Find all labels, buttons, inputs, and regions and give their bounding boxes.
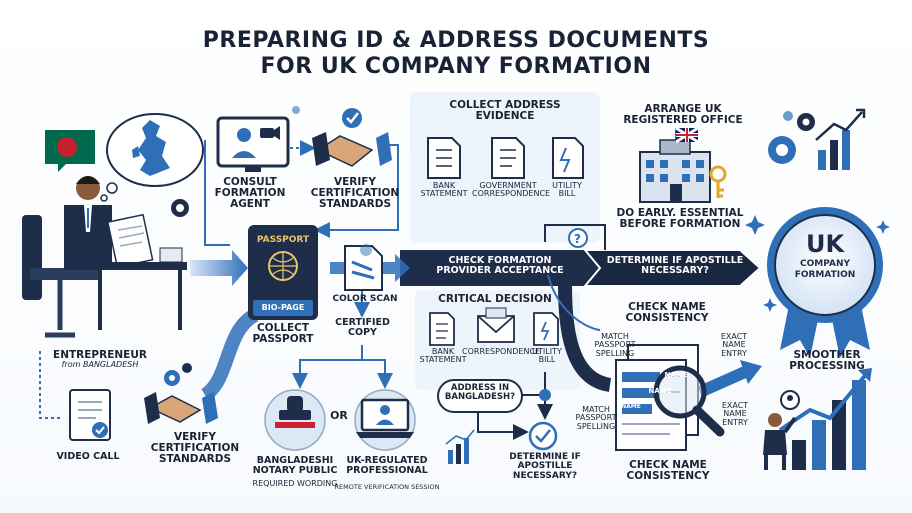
mini-chart-icon xyxy=(445,429,475,464)
video-agent-icon xyxy=(216,106,300,172)
video-call-label: VIDEO CALL xyxy=(56,451,120,462)
entrepreneur-label: ENTREPRENEUR from BANGLADESH xyxy=(53,349,147,370)
decision-utility-label: UTILITY BILL xyxy=(532,347,562,365)
do-early-label: DO EARLY. ESSENTIAL BEFORE FORMATION xyxy=(616,207,744,231)
check-name-bottom-label: CHECK NAME CONSISTENCY xyxy=(626,459,710,483)
verify-standards-bottom-label: VERIFY CERTIFICATION STANDARDS xyxy=(150,431,240,466)
professional-label: UK-REGULATED PROFESSIONAL xyxy=(346,455,428,476)
badge-company: COMPANY xyxy=(800,259,850,269)
handshake-icon xyxy=(312,108,392,167)
notary-note: REQUIRED WORDING xyxy=(252,479,338,488)
registered-office-label: ARRANGE UK REGISTERED OFFICE xyxy=(623,103,743,127)
exact-entry-top-label: EXACT NAME ENTRY xyxy=(720,332,748,358)
decision-correspondence-label: CORRESPONDENCE xyxy=(462,347,541,356)
verify-standards-top-label: VERIFY CERTIFICATION STANDARDS xyxy=(310,176,400,211)
bottom-gears-icon xyxy=(164,363,192,386)
certified-copy-label: CERTIFIED COPY xyxy=(335,317,390,338)
badge-formation: FORMATION xyxy=(794,270,856,280)
professional-laptop-icon xyxy=(354,389,416,451)
gear-icon xyxy=(171,199,189,217)
title-line-2: FOR UK COMPANY FORMATION xyxy=(260,53,652,79)
growth-chart-icon xyxy=(815,108,866,170)
apostille-band xyxy=(582,249,762,287)
bangladesh-flag xyxy=(45,130,95,172)
professional-note: REMOTE VERIFICATION SESSION xyxy=(334,483,440,491)
decision-bank-label: BANK STATEMENT xyxy=(419,347,467,365)
address-question-label: ADDRESS IN BANGLADESH? xyxy=(444,383,516,402)
uk-formation-badge xyxy=(767,207,883,358)
gears-icon xyxy=(768,111,815,164)
curve-to-name xyxy=(558,285,612,392)
critical-decision-label: CRITICAL DECISION xyxy=(438,293,552,305)
video-call-doc-icon xyxy=(69,389,111,441)
office-building-icon xyxy=(639,128,711,203)
businessman-icon xyxy=(763,413,797,470)
uk-map-thought-bubble xyxy=(100,113,204,202)
collect-address-label: COLLECT ADDRESS EVIDENCE xyxy=(449,99,561,123)
apostille-banner-label: DETERMINE IF APOSTILLE NECESSARY? xyxy=(606,255,744,276)
magnifier-icon xyxy=(653,365,725,437)
color-scan-label: COLOR SCAN xyxy=(332,294,398,304)
bank-statement-doc-icon xyxy=(427,137,461,179)
consult-agent-label: CONSULT FORMATION AGENT xyxy=(214,176,286,211)
provider-band xyxy=(400,250,600,286)
decision-utility-doc-icon xyxy=(533,312,559,346)
match-spelling-top-label: MATCH PASSPORT SPELLING xyxy=(594,332,636,358)
name-tag-2: NAME xyxy=(648,387,672,395)
envelope-icon xyxy=(477,307,515,343)
check-name-top-label: CHECK NAME CONSISTENCY xyxy=(625,301,709,325)
government-correspondence-label: GOVERNMENT CORRESPONDENCE xyxy=(472,181,551,199)
svg-text:?: ? xyxy=(574,232,581,246)
collect-passport-label: COLLECT PASSPORT xyxy=(252,322,314,346)
passport-bio-text: BIO-PAGE xyxy=(261,303,305,312)
check-circle-icon xyxy=(528,421,558,451)
check-provider-label: CHECK FORMATION PROVIDER ACCEPTANCE xyxy=(436,255,564,276)
notary-label: BANGLADESHI NOTARY PUBLIC xyxy=(252,455,338,476)
badge-uk: UK xyxy=(805,230,845,258)
passport-cover-text: PASSPORT xyxy=(256,235,310,245)
name-tag-1: NAME xyxy=(664,371,688,379)
bank-statement-label: BANK STATEMENT xyxy=(420,181,468,199)
scan-document-icon xyxy=(344,244,383,291)
title-line-1: PREPARING ID & ADDRESS DOCUMENTS xyxy=(202,28,710,53)
key-icon xyxy=(709,165,727,198)
determine-apostille-label: DETERMINE IF APOSTILLE NECESSARY? xyxy=(509,452,581,481)
entrepreneur-figure xyxy=(22,176,187,338)
name-tag-3: NAME xyxy=(621,403,641,410)
uk-flag-icon xyxy=(675,126,699,144)
notary-stamp-icon xyxy=(264,389,326,451)
sparkles xyxy=(745,215,890,312)
or-label: OR xyxy=(330,409,348,422)
passport-icon xyxy=(248,225,318,320)
bottom-handshake-icon xyxy=(144,392,218,424)
address-question-bubble xyxy=(437,379,523,413)
exact-entry-bottom-label: EXACT NAME ENTRY xyxy=(721,401,749,427)
utility-bill-doc-icon xyxy=(552,137,584,179)
decision-bank-doc-icon xyxy=(429,312,455,346)
arrow-to-passport xyxy=(190,250,248,286)
question-icon: ? xyxy=(568,228,588,248)
utility-bill-label: UTILITY BILL xyxy=(552,181,582,199)
government-doc-icon xyxy=(491,137,525,179)
smoother-processing-label: SMOOTHER PROCESSING xyxy=(789,349,865,373)
page-title: PREPARING ID & ADDRESS DOCUMENTS FOR UK … xyxy=(0,28,912,80)
match-spelling-bottom-label: MATCH PASSPORT SPELLING xyxy=(575,405,617,431)
